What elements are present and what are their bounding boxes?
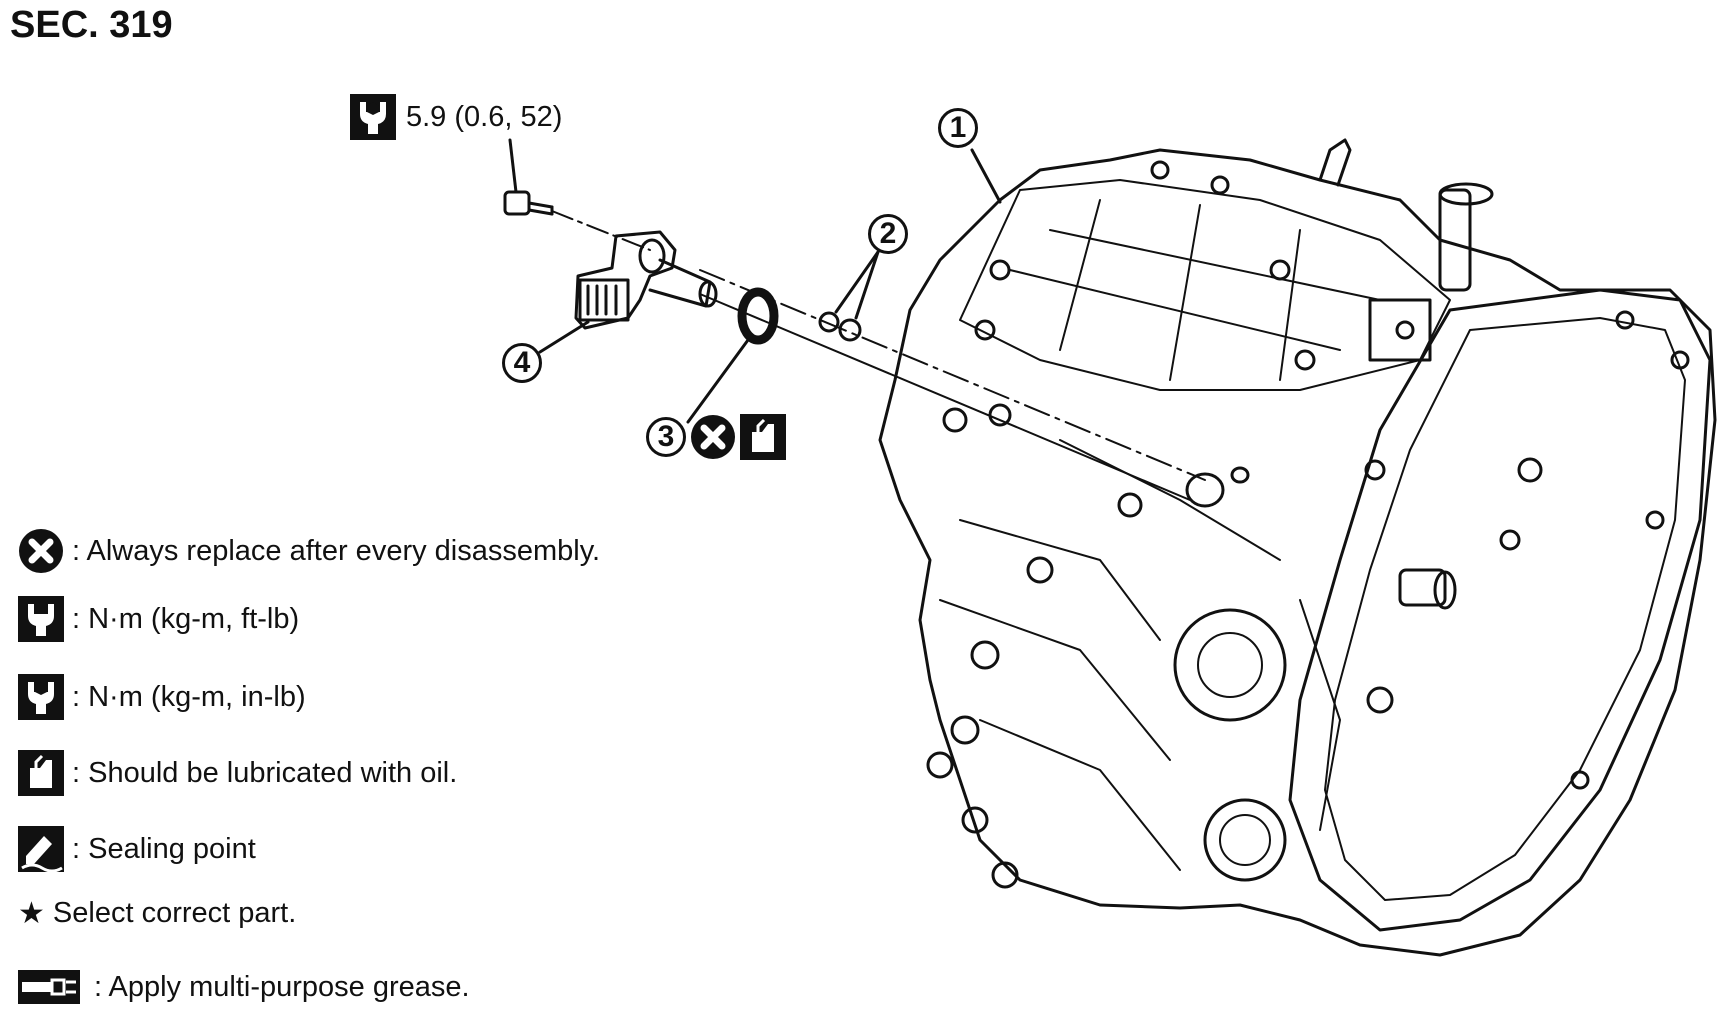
legend-item-replace: : Always replace after every disassembly…	[18, 528, 600, 574]
legend-item-torque-in-lb: : N·m (kg-m, in-lb)	[18, 674, 306, 720]
o-ring	[737, 287, 779, 345]
legend-text: Select correct part.	[52, 897, 297, 929]
legend-item-sealing: : Sealing point	[18, 826, 256, 872]
transaxle-assembly	[878, 138, 1717, 957]
washer	[818, 311, 840, 333]
grease-gun-icon	[18, 970, 80, 1004]
legend-item-torque-ft-lb: : N·m (kg-m, ft-lb)	[18, 596, 299, 642]
bolt	[503, 190, 554, 216]
revolution-sensor	[574, 230, 718, 330]
legend-text: : N·m (kg-m, in-lb)	[72, 680, 306, 713]
part-number-2: 2	[868, 214, 908, 254]
section-title: SEC. 319	[10, 4, 173, 46]
legend-item-grease: : Apply multi-purpose grease.	[18, 970, 470, 1004]
legend-item-oil: : Should be lubricated with oil.	[18, 750, 457, 796]
oil-can-icon	[740, 414, 786, 460]
always-replace-icon	[18, 528, 64, 574]
sealing-point-icon	[18, 826, 64, 872]
torque-callout: 5.9 (0.6, 52)	[350, 94, 562, 140]
legend-item-select-part: ★ Select correct part.	[18, 896, 296, 931]
torque-value: 5.9 (0.6, 52)	[406, 100, 563, 133]
torque-wrench-ft-lb-icon	[18, 596, 64, 642]
part-number-1: 1	[938, 108, 978, 148]
legend-text: : Should be lubricated with oil.	[72, 756, 458, 789]
legend-text: : N·m (kg-m, ft-lb)	[72, 602, 300, 635]
oil-can-icon	[18, 750, 64, 796]
part-number-3: 3	[646, 417, 686, 457]
torque-wrench-in-lb-icon	[18, 674, 64, 720]
washer	[838, 318, 862, 342]
part-3-callout: 3	[646, 414, 786, 460]
torque-wrench-in-lb-icon	[350, 94, 396, 140]
legend-text: : Always replace after every disassembly…	[72, 534, 601, 567]
always-replace-icon	[690, 414, 736, 460]
star-icon: ★	[18, 896, 45, 931]
legend-text: : Apply multi-purpose grease.	[94, 970, 470, 1003]
part-number-4: 4	[502, 343, 542, 383]
legend-text: : Sealing point	[72, 832, 256, 865]
